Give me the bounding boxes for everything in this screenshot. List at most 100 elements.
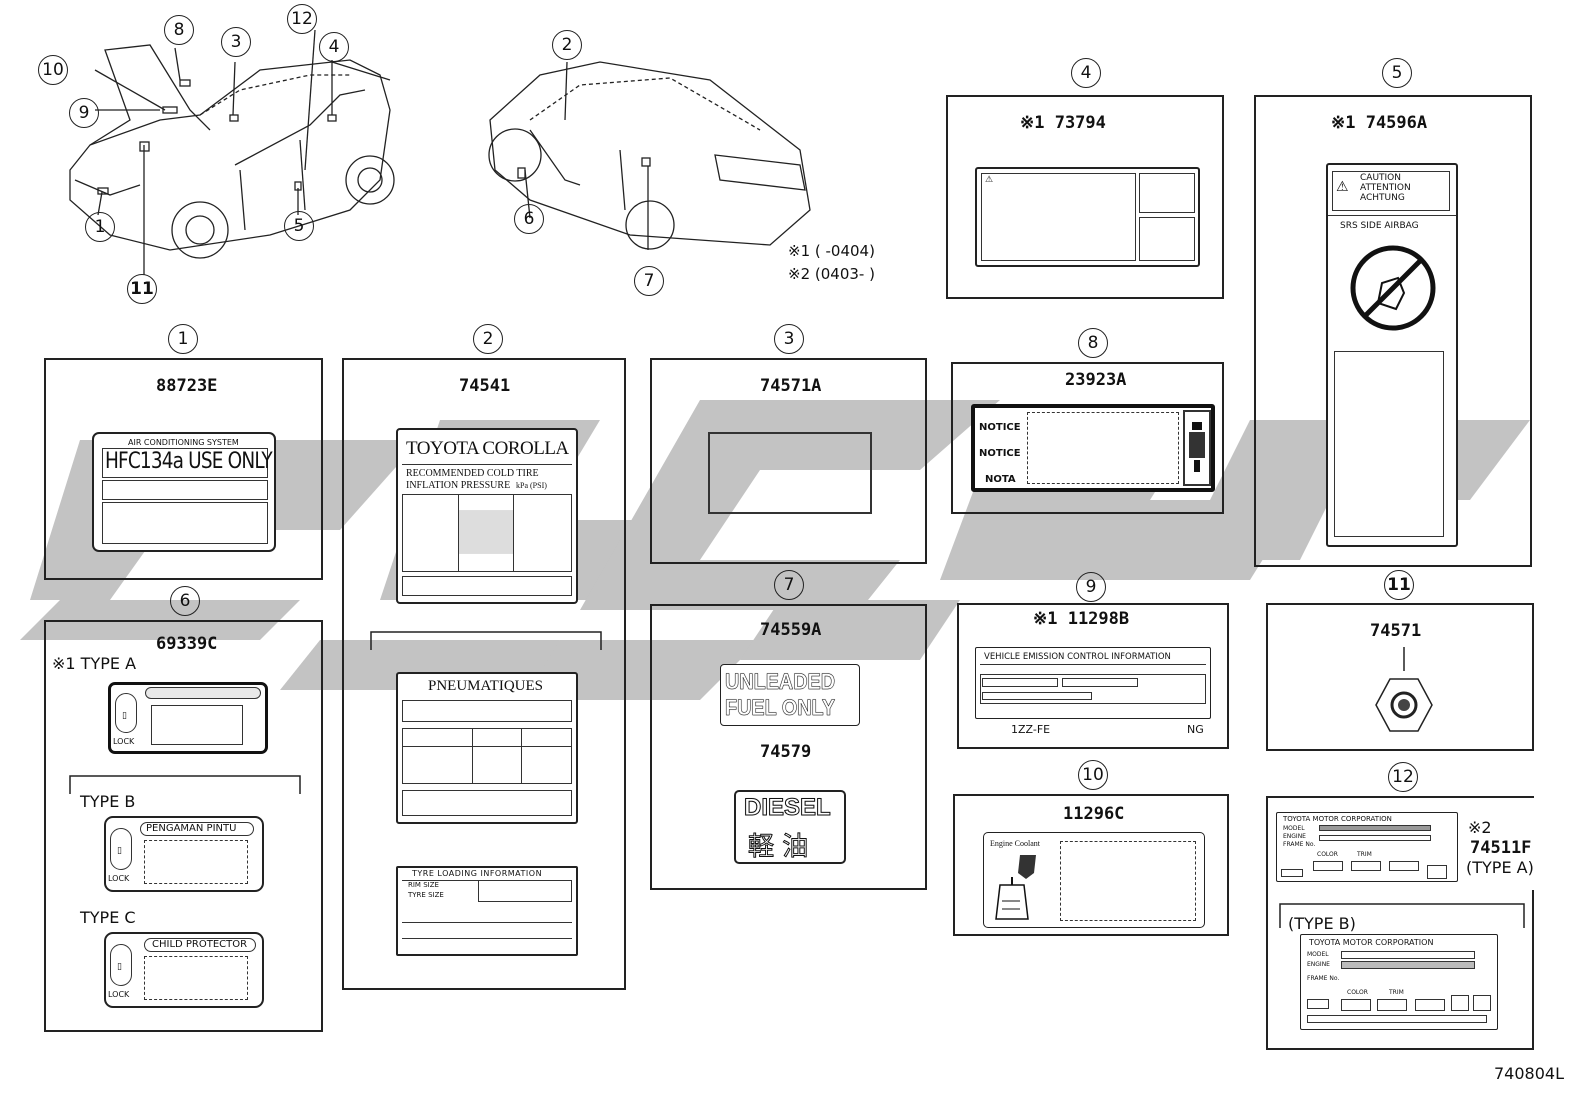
- panel-4-number: 4: [1071, 58, 1101, 88]
- diesel-text: DIESEL: [744, 794, 832, 822]
- label-pneumatiques: PNEUMATIQUES: [396, 672, 578, 824]
- panel-8-part-number: 23923A: [1065, 370, 1127, 390]
- type-a-label: ※1 TYPE A: [52, 654, 137, 673]
- panel-7-number: 7: [774, 570, 804, 600]
- tyre-size-text: TYRE SIZE: [408, 891, 444, 899]
- label-main-text: HFC134a USE ONLY: [105, 449, 273, 474]
- callout-11: 11: [127, 274, 157, 304]
- bracket-line: [69, 775, 301, 794]
- frame-text-b: FRAME No.: [1307, 975, 1340, 982]
- grommet-part-drawing: [1375, 647, 1433, 732]
- label-73794: ⚠: [975, 167, 1200, 267]
- panel-1: 88723E AIR CONDITIONING SYSTEM HFC134a U…: [44, 358, 323, 580]
- type-b-text: (TYPE B): [1288, 914, 1356, 933]
- label-type-a-vin: TOYOTA MOTOR CORPORATION MODEL ENGINE FR…: [1276, 812, 1458, 882]
- callout-5: 5: [284, 211, 314, 241]
- lock-text-a: LOCK: [113, 737, 135, 746]
- callout-4: 4: [319, 32, 349, 62]
- engine-code: 1ZZ-FE: [1011, 723, 1051, 736]
- panel-10-part-number: 11296C: [1063, 804, 1125, 824]
- panel-12-part-number: 74511F: [1470, 838, 1532, 858]
- warning-triangle-icon: ⚠: [1336, 179, 1349, 195]
- no-child-seat-icon: [1350, 245, 1436, 331]
- panel-7: 74559A UNLEADED FUEL ONLY 74579 DIESEL 軽…: [650, 604, 927, 890]
- tire-label-title: TOYOTA COROLLA: [406, 438, 569, 459]
- panel-1-number: 1: [168, 324, 198, 354]
- caution-line-2: ATTENTION: [1360, 183, 1411, 193]
- callout-6: 6: [514, 204, 544, 234]
- panel-2-number: 2: [473, 324, 503, 354]
- engine-coolant-text: Engine Coolant: [990, 839, 1040, 848]
- panel-9: ※1 11298B VEHICLE EMISSION CONTROL INFOR…: [957, 603, 1229, 749]
- label-type-b-vin: TOYOTA MOTOR CORPORATION MODEL ENGINE FR…: [1300, 934, 1498, 1030]
- label-type-a: ▯ LOCK: [108, 682, 268, 754]
- coolant-bottle-icon: [995, 855, 1036, 920]
- rim-size-text: RIM SIZE: [408, 881, 439, 889]
- engine-text-a: ENGINE: [1283, 833, 1306, 840]
- color-text-a: COLOR: [1317, 851, 1338, 858]
- label-diesel: DIESEL 軽 油: [734, 790, 846, 864]
- caution-line-3: ACHTUNG: [1360, 193, 1405, 203]
- lock-text-b: LOCK: [108, 874, 130, 883]
- panel-10: 11296C Engine Coolant: [953, 794, 1229, 936]
- label-11298b: VEHICLE EMISSION CONTROL INFORMATION: [975, 647, 1211, 719]
- panel-5: ※1 74596A ⚠ CAUTION ATTENTION ACHTUNG SR…: [1254, 95, 1532, 567]
- model-text-a: MODEL: [1283, 825, 1305, 832]
- label-74596a: ⚠ CAUTION ATTENTION ACHTUNG SRS SIDE AIR…: [1326, 163, 1458, 547]
- pengaman-pintu-text: PENGAMAN PINTU: [146, 823, 237, 834]
- lock-box-b: ▯: [117, 846, 122, 856]
- unleaded-text: UNLEADED: [725, 669, 836, 695]
- panel-2-part-number: 74541: [459, 376, 511, 396]
- diagram-reference-code: 740804L: [1494, 1064, 1564, 1083]
- warning-triangle-icon: ⚠: [985, 175, 994, 185]
- engine-text-b: ENGINE: [1307, 961, 1330, 968]
- airbag-text: SRS SIDE AIRBAG: [1340, 221, 1419, 231]
- notice-row-2: NOTICE: [979, 448, 1021, 459]
- notice-row-3: NOTA: [985, 474, 1016, 485]
- tire-label-line-1: RECOMMENDED COLD TIRE: [406, 468, 539, 479]
- color-text-b: COLOR: [1347, 989, 1368, 996]
- panel-9-part-number: ※1 11298B: [1033, 609, 1130, 629]
- callout-1: 1: [85, 212, 115, 242]
- type-b-bracket: [1279, 903, 1525, 928]
- panel-3-part-number: 74571A: [760, 376, 822, 396]
- callout-2: 2: [552, 30, 582, 60]
- label-type-c: ▯ LOCK CHILD PROTECTOR: [104, 932, 264, 1008]
- tyre-loading-title: TYRE LOADING INFORMATION: [412, 869, 543, 878]
- note-2-marker: ※2: [1468, 818, 1492, 837]
- label-tyre-loading: TYRE LOADING INFORMATION RIM SIZE TYRE S…: [396, 866, 578, 956]
- corp-text-b: TOYOTA MOTOR CORPORATION: [1309, 938, 1434, 947]
- lock-text-c: LOCK: [108, 990, 130, 999]
- car-rear-view-drawing: [488, 61, 811, 250]
- ng-text: NG: [1187, 723, 1204, 736]
- panel-4: ※1 73794 ⚠: [946, 95, 1224, 299]
- callout-7: 7: [634, 266, 664, 296]
- model-text-b: MODEL: [1307, 951, 1329, 958]
- label-unleaded-fuel: UNLEADED FUEL ONLY: [720, 664, 860, 726]
- bracket-line: [370, 631, 602, 650]
- panel-3: 74571A: [650, 358, 927, 564]
- panel-10-number: 10: [1078, 760, 1108, 790]
- label-header: AIR CONDITIONING SYSTEM: [128, 438, 239, 447]
- panel-11-number: 11: [1384, 570, 1414, 600]
- tire-label-line-2: INFLATION PRESSURE: [406, 480, 511, 491]
- panel-11: 74571: [1266, 603, 1534, 751]
- trim-text-a: TRIM: [1357, 851, 1372, 858]
- lock-box-a: ▯: [122, 711, 127, 721]
- panel-6: 69339C ※1 TYPE A ▯ LOCK TYPE B ▯ LOCK PE…: [44, 620, 323, 1032]
- filter-icon: [1189, 422, 1205, 472]
- panel-12-number: 12: [1388, 762, 1418, 792]
- panel-8-number: 8: [1078, 328, 1108, 358]
- callout-9: 9: [69, 98, 99, 128]
- panel-9-number: 9: [1076, 572, 1106, 602]
- panel-12: TOYOTA MOTOR CORPORATION MODEL ENGINE FR…: [1266, 796, 1534, 1050]
- type-b-label: TYPE B: [80, 792, 136, 811]
- panel-4-part-number: ※1 73794: [1020, 113, 1106, 133]
- panel-2: 74541 TOYOTA COROLLA RECOMMENDED COLD TI…: [342, 358, 626, 990]
- tire-label-unit: kPa (PSI): [516, 481, 547, 490]
- note-2: ※2 (0403- ): [788, 265, 875, 283]
- panel-7-part-number-2: 74579: [760, 742, 812, 762]
- panel-3-number: 3: [774, 324, 804, 354]
- car-front-view-drawing: [69, 29, 395, 275]
